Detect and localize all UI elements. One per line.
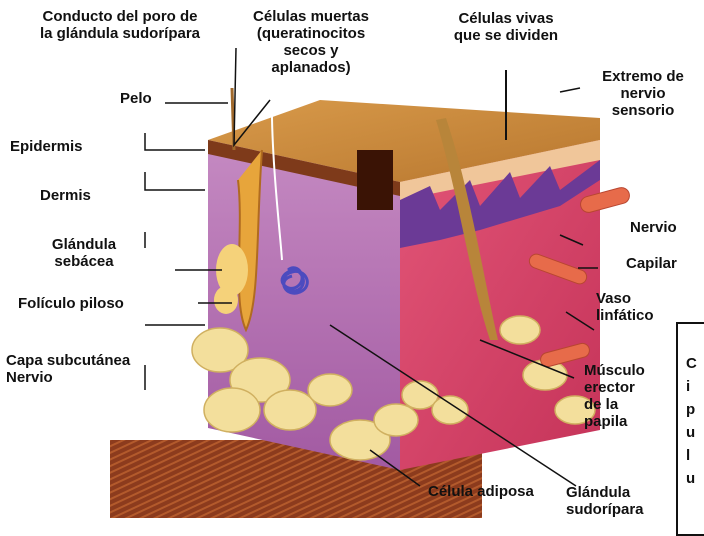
label-sudoripara: Glándula sudorípara bbox=[566, 484, 644, 518]
label-subcutanea: Capa subcutánea Nervio bbox=[6, 352, 130, 386]
label-musculo: Músculo erector de la papila bbox=[584, 362, 645, 430]
label-epidermis: Epidermis bbox=[10, 138, 83, 155]
label-nervio-right: Nervio bbox=[630, 219, 677, 236]
label-pelo: Pelo bbox=[120, 90, 152, 107]
label-conducto: Conducto del poro de la glándula sudoríp… bbox=[2, 8, 238, 42]
label-foliculo: Folículo piloso bbox=[18, 295, 124, 312]
side-box-text: C i p u l u bbox=[686, 352, 697, 490]
label-vivas: Células vivas que se dividen bbox=[418, 10, 594, 44]
label-adiposa: Célula adiposa bbox=[428, 483, 534, 500]
label-glandula-sebacea: Glándula sebácea bbox=[28, 236, 140, 270]
label-extremo: Extremo de nervio sensorio bbox=[586, 68, 700, 119]
cropped-side-box: C i p u l u bbox=[676, 322, 704, 536]
label-dermis: Dermis bbox=[40, 187, 91, 204]
label-capilar: Capilar bbox=[626, 255, 677, 272]
label-vaso: Vaso linfático bbox=[596, 290, 654, 324]
label-muertas: Células muertas (queratinocitos secos y … bbox=[226, 8, 396, 76]
